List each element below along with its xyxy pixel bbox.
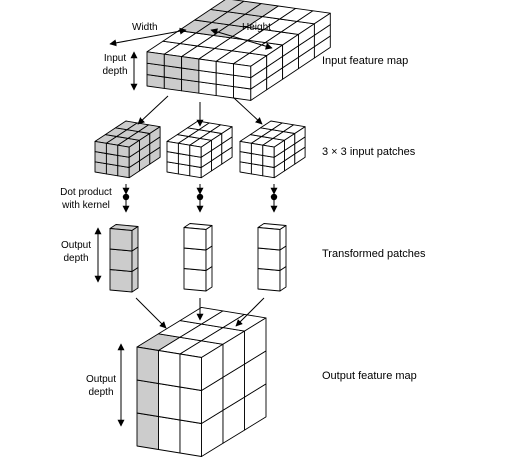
dot-product-line-2: with kernel xyxy=(62,199,110,211)
transformed-patch-mid-cube xyxy=(183,223,213,292)
input-patches-label: 3 × 3 input patches xyxy=(322,146,416,158)
input-feature-map-cube xyxy=(146,0,331,101)
input-patch-right-cube xyxy=(239,120,306,179)
arrow-column-to-output-left xyxy=(135,297,167,329)
output-depth-label: Output depth xyxy=(84,374,118,399)
arrow-column-to-output-right xyxy=(235,297,265,327)
height-label: Height xyxy=(242,22,271,33)
input-feature-map-label: Input feature map xyxy=(322,55,409,67)
input-depth-line-2: depth xyxy=(102,65,128,77)
input-patch-left-cube xyxy=(94,120,161,179)
dot-product-node-left xyxy=(122,193,130,201)
transformed-patch-right-cube xyxy=(257,223,287,292)
height-arrow xyxy=(210,28,273,50)
input-patch-mid-cube xyxy=(166,120,233,179)
input-depth-line-1: Input xyxy=(103,53,127,64)
output-feature-map-cube xyxy=(136,306,267,457)
input-depth-label: Input depth xyxy=(102,53,128,78)
output-feature-map-label: Output feature map xyxy=(322,370,417,382)
dot-product-node-right xyxy=(270,193,278,201)
dot-product-line-1: Dot product xyxy=(60,187,112,198)
dot-product-node-mid xyxy=(196,193,204,201)
width-label: Width xyxy=(132,22,158,33)
output-depth-line-2: depth xyxy=(88,386,114,398)
dot-product-label: Dot product with kernel xyxy=(56,187,116,212)
output-depth-line-1: Output xyxy=(85,374,117,385)
transformed-patches-label: Transformed patches xyxy=(322,248,426,260)
transformed-patch-left-cube xyxy=(109,224,139,293)
transformed-depth-label: Output depth xyxy=(58,240,94,265)
transformed-depth-line-1: Output xyxy=(60,240,92,251)
width-arrow xyxy=(109,27,187,47)
arrow-map-to-patch-right xyxy=(233,97,263,125)
transformed-depth-line-2: depth xyxy=(63,252,89,264)
arrow-map-to-patch-left xyxy=(137,95,169,125)
